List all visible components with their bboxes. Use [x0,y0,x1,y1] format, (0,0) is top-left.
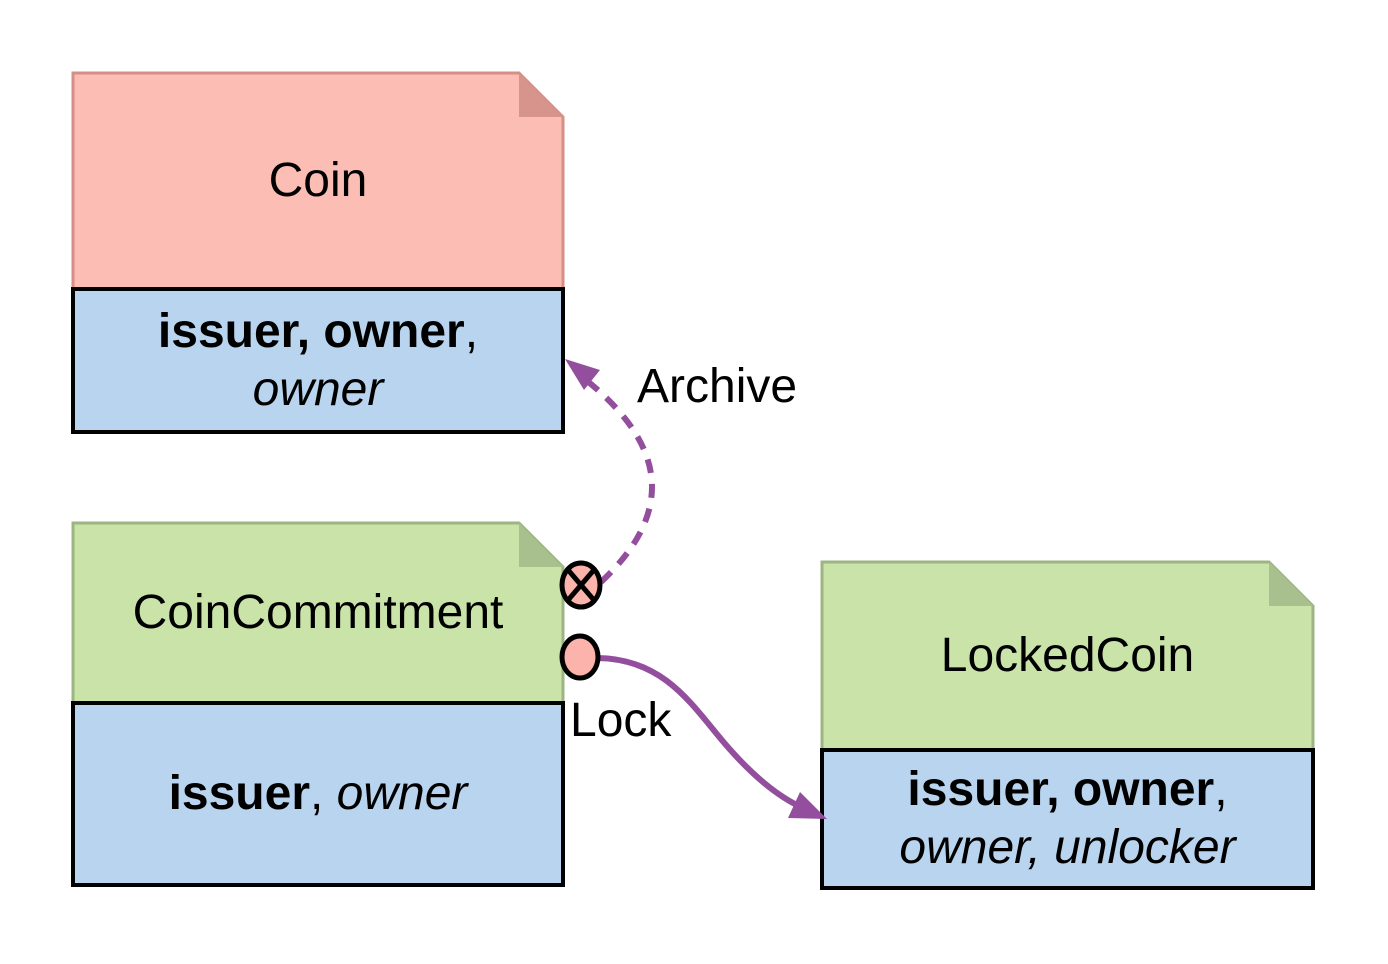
coin-node-title: Coin [73,73,563,289]
coin-commitment-note-fold-corner-icon [519,523,563,567]
coin-commitment-node-attributes: issuer, owner [73,703,563,885]
coin-title-text: Coin [268,154,368,207]
coin-attributes-box [71,287,565,434]
coin-commitment-node-title: CoinCommitment [73,523,563,703]
circle-x-port-cross-2 [565,567,597,603]
coin-signers-line: issuer, owner, [157,304,479,358]
locked-coin-participants-line: owner, unlocker [899,821,1236,874]
coin-note-header [71,71,565,291]
circle-x-port-icon [559,560,603,610]
locked-coin-note-header [820,560,1315,752]
coin-node-attributes: issuer, owner, owner [73,289,563,432]
coin-commitment-attributes-box [71,701,565,887]
archive-connector-label: Archive [637,360,798,413]
locked-coin-attributes-box [820,748,1315,890]
lock-arrowhead-icon [788,792,827,819]
coin-commitment-note-header [71,521,565,705]
coin-commitment-title-text: CoinCommitment [132,586,504,639]
locked-coin-node-attributes: issuer, owner, owner, unlocker [822,750,1313,888]
archive-connector-line [584,377,655,585]
locked-coin-node-title: LockedCoin [822,562,1313,750]
archive-arrowhead-icon [565,359,600,390]
lock-connector-line [595,655,804,810]
coin-commitment-attrs-line: issuer, owner [168,767,468,820]
circle-port-icon [559,633,601,681]
lock-connector-label: Lock [570,694,672,747]
locked-coin-signers-line: issuer, owner, [907,763,1228,816]
coin-note-fold-corner-icon [519,73,563,117]
coin-participants-line: owner [252,362,384,416]
locked-coin-note-fold-corner-icon [1269,562,1313,606]
locked-coin-title-text: LockedCoin [940,629,1195,682]
